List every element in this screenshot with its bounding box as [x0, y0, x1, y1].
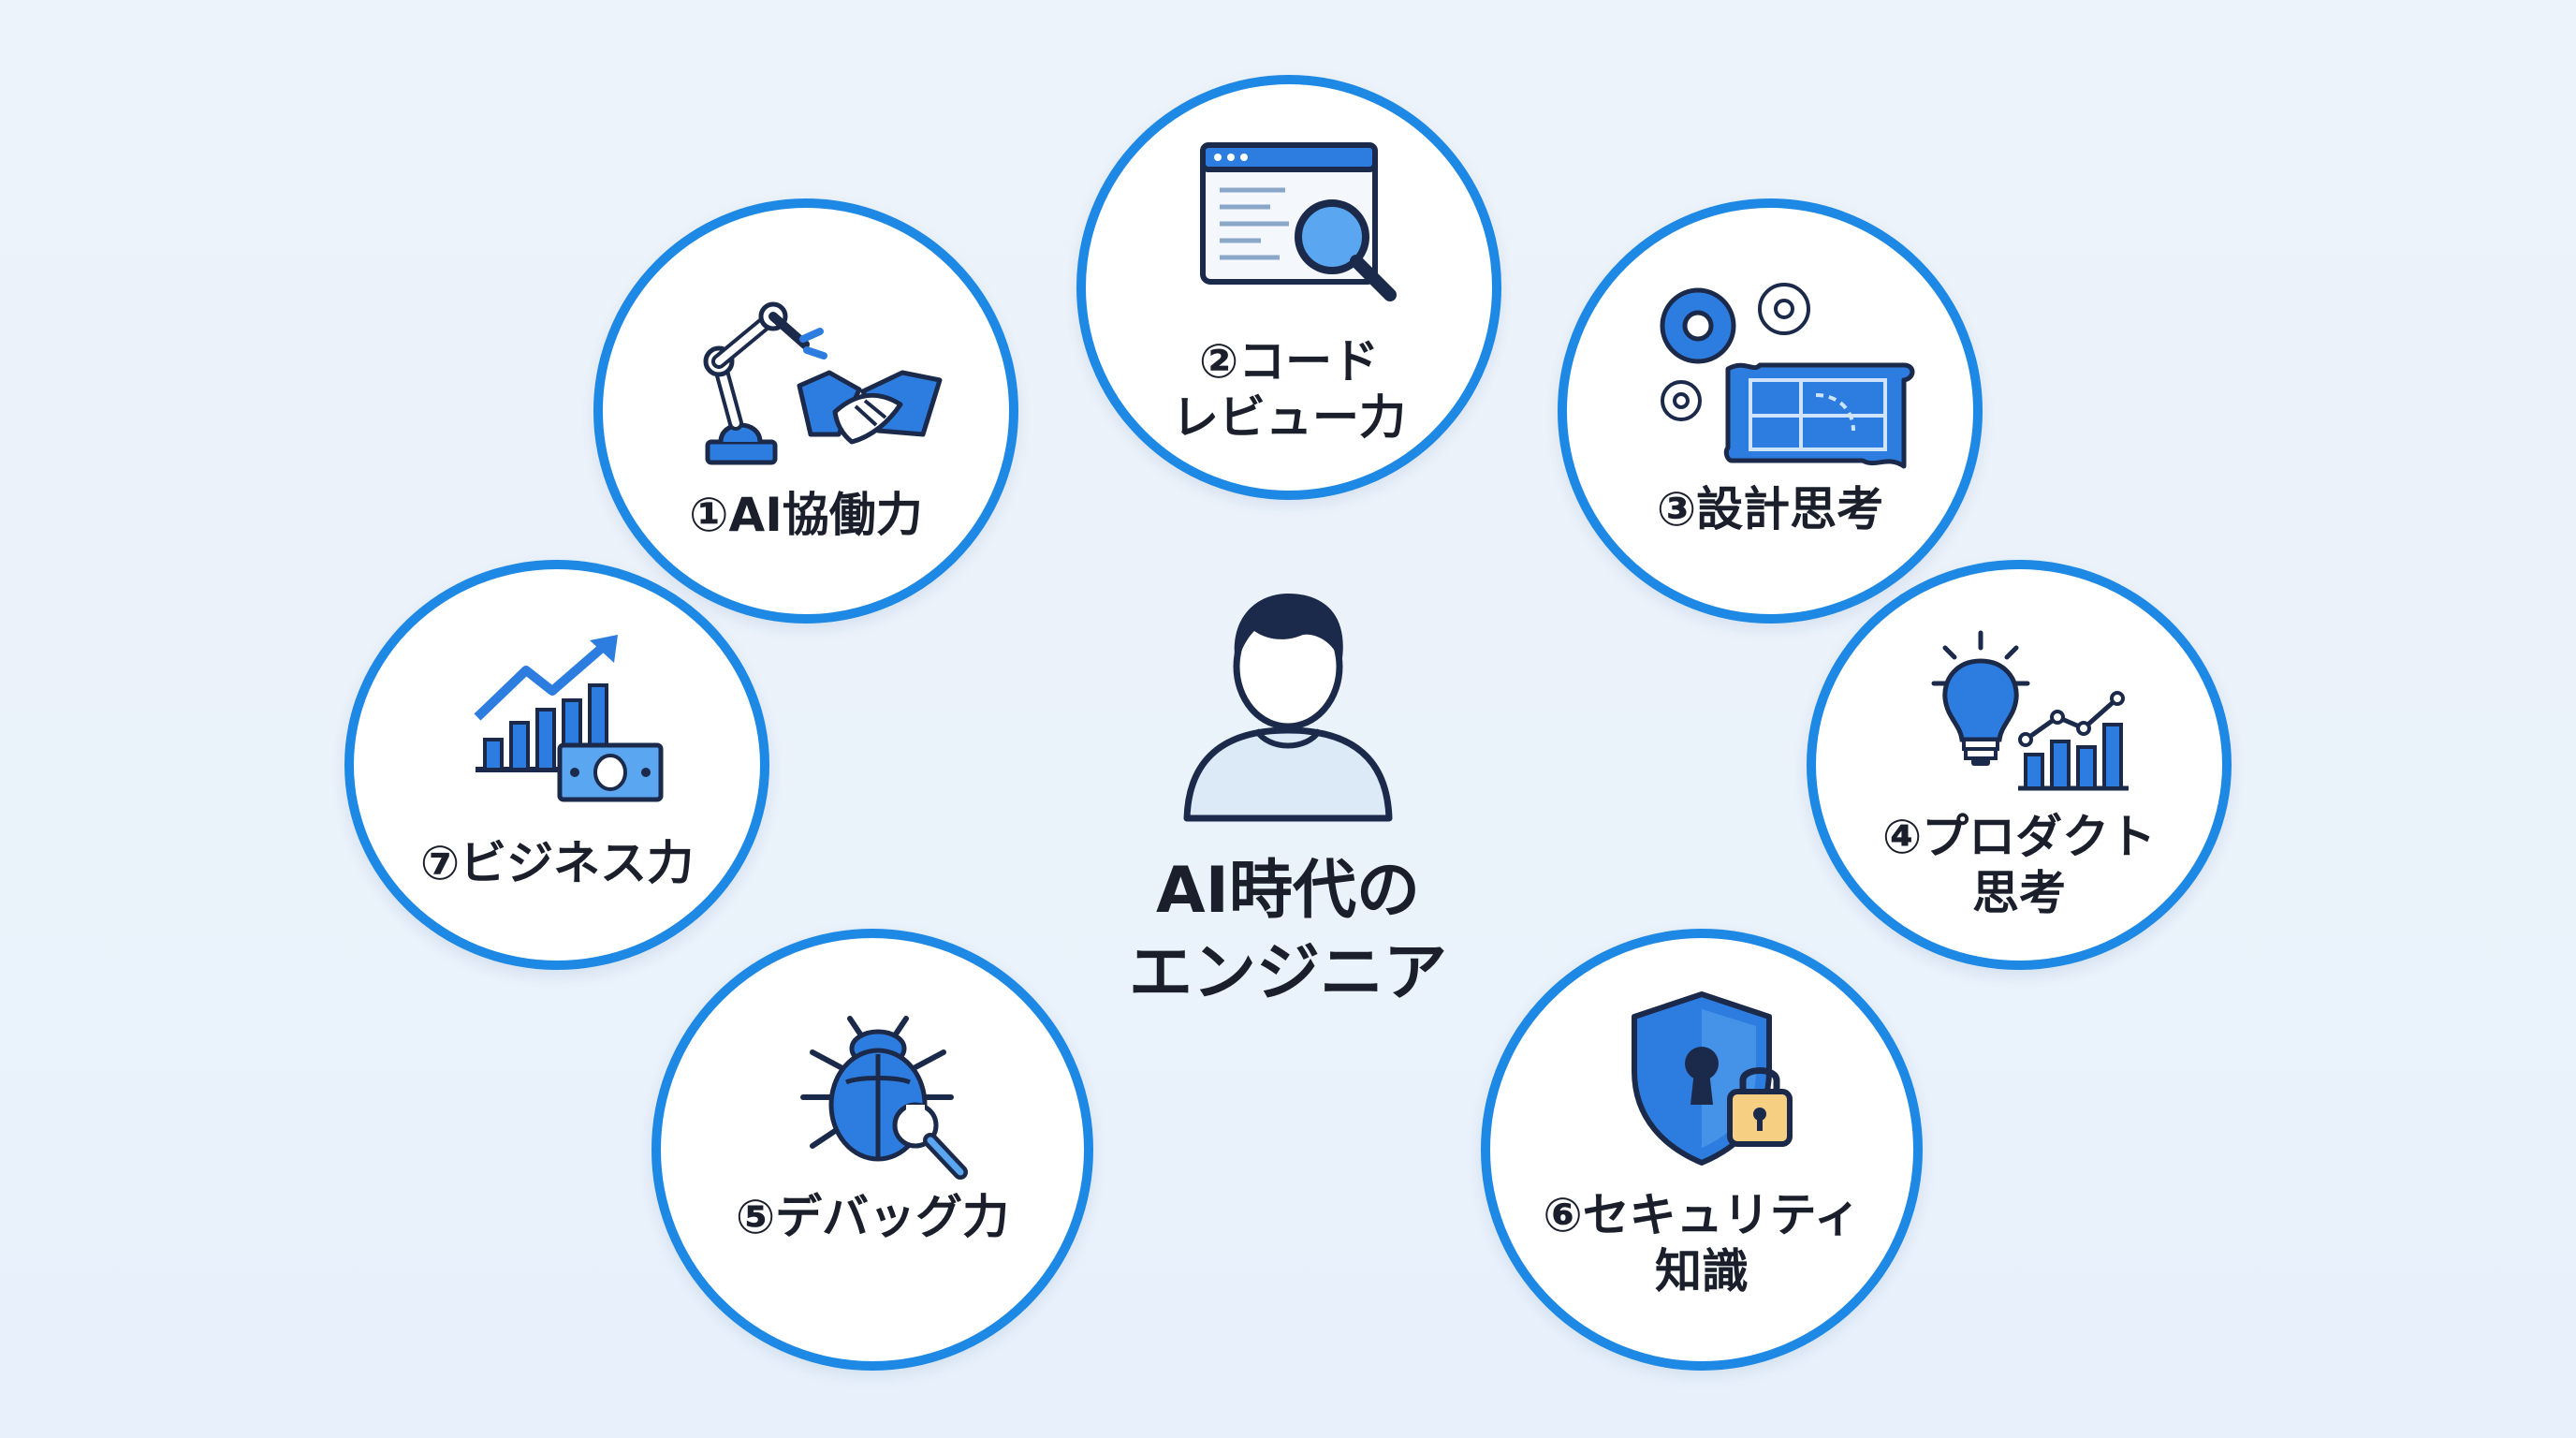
skill-design-thinking: ③設計思考 — [1558, 198, 1983, 624]
center-title-line2: エンジニア — [1128, 936, 1447, 1010]
skill-ai-collab-label: ①AI協働力 — [603, 487, 1009, 543]
skill-code-review-line2: レビュー力 — [1172, 390, 1406, 445]
skill-design-thinking-label: ③設計思考 — [1567, 481, 1973, 537]
lightbulb-chart-icon — [1931, 630, 2129, 791]
skill-business-label: ⑦ビジネス力 — [354, 835, 760, 891]
growth-chart-money-icon — [474, 635, 664, 802]
robot-arm-handshake-icon — [703, 301, 943, 465]
skill-business-line1: ⑦ビジネス力 — [419, 836, 695, 890]
skill-code-review-line1: ②コード — [1198, 334, 1380, 389]
skill-ai-collab-line1: ①AI協働力 — [689, 488, 923, 542]
skill-debugging-line1: ⑤デバッグ力 — [735, 1190, 1010, 1244]
skill-code-review-label: ②コード レビュー力 — [1086, 333, 1492, 446]
bug-wrench-icon — [800, 1016, 968, 1180]
shield-lock-icon — [1632, 991, 1793, 1166]
skill-product-thinking-line2: 思考 — [1972, 866, 2066, 920]
skill-security-line2: 知識 — [1655, 1244, 1749, 1299]
skill-security: ⑥セキュリティ 知識 — [1481, 929, 1923, 1371]
skill-debugging: ⑤デバッグ力 — [651, 929, 1093, 1371]
skill-code-review: ②コード レビュー力 — [1076, 75, 1501, 500]
skill-security-line1: ⑥セキュリティ — [1543, 1188, 1861, 1242]
gears-blueprint-icon — [1660, 283, 1915, 469]
code-magnifier-icon — [1200, 142, 1397, 301]
person-icon — [1183, 594, 1393, 822]
skill-design-thinking-line1: ③設計思考 — [1656, 482, 1884, 536]
skill-security-label: ⑥セキュリティ 知識 — [1490, 1187, 1913, 1299]
center-title: AI時代の エンジニア — [1007, 850, 1569, 1015]
skill-product-thinking-label: ④プロダクト 思考 — [1816, 809, 2222, 921]
skill-business: ⑦ビジネス力 — [344, 560, 769, 970]
skill-ai-collab: ①AI協働力 — [593, 198, 1018, 624]
skill-product-thinking: ④プロダクト 思考 — [1807, 560, 2232, 970]
center-title-line1: AI時代の — [1156, 854, 1420, 928]
skill-debugging-label: ⑤デバッグ力 — [661, 1189, 1084, 1245]
skill-product-thinking-line1: ④プロダクト — [1881, 810, 2157, 864]
